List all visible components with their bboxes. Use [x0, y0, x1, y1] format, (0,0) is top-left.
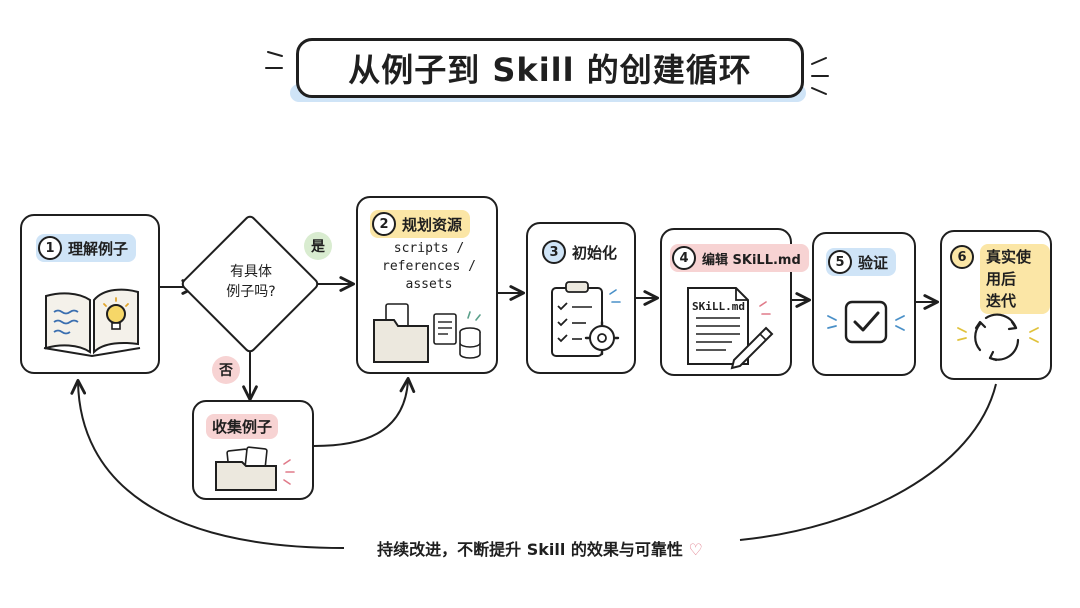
- step3-label: 初始化: [572, 243, 618, 262]
- checkbox-check-icon: [827, 300, 905, 344]
- open-book-lightbulb-icon: [43, 288, 141, 358]
- feedback-caption-text: 持续改进，不断提升 Skill 的效果与可靠性: [377, 540, 683, 559]
- decision-question-line2: 例子吗?: [226, 284, 276, 300]
- cycle-arrows-icon: [957, 313, 1039, 362]
- step4-badge: 4 编辑 SKiLL.md: [670, 244, 809, 272]
- step3-badge: 3 初始化: [540, 238, 625, 266]
- step1-number: 1: [38, 236, 62, 260]
- resources-list: scripts / references / assets: [362, 240, 496, 294]
- step3-number: 3: [542, 240, 566, 264]
- step6-label: 真实使用后 迭代: [980, 244, 1050, 314]
- step4-label: 编辑 SKiLL.md: [702, 252, 801, 268]
- arrow-feedback-loop: [739, 383, 997, 541]
- no-label: 否: [212, 356, 240, 384]
- document-pencil-icon: [687, 287, 774, 370]
- title-doodles: [265, 51, 829, 95]
- step-plan-resources: 2 规划资源: [356, 196, 498, 374]
- collect-badge: 收集例子: [206, 414, 279, 439]
- decision-question-line1: 有具体: [230, 264, 272, 280]
- arrow-collect-to-plan: [313, 376, 416, 447]
- resource-assets: assets: [405, 277, 453, 292]
- page-title: 从例子到 Skill 的创建循环: [296, 38, 804, 98]
- clipboard-gear-icon: [551, 281, 621, 357]
- feedback-caption: 持续改进，不断提升 Skill 的效果与可靠性 ♡: [344, 536, 736, 560]
- resource-scripts: scripts /: [393, 241, 465, 256]
- step5-label: 验证: [858, 253, 889, 272]
- arrow-feedback-return: [70, 378, 345, 549]
- decision-question: 有具体 例子吗?: [205, 262, 297, 302]
- resource-references: references /: [382, 259, 476, 274]
- step2-number: 2: [372, 212, 396, 236]
- yes-label: 是: [304, 232, 332, 260]
- step2-badge: 2 规划资源: [370, 210, 471, 238]
- folder-files-database-icon: [373, 303, 481, 363]
- collect-examples-box: 收集例子: [192, 400, 314, 500]
- step-initialize: 3 初始化: [526, 222, 636, 374]
- collect-label: 收集例子: [212, 418, 273, 436]
- step2-label: 规划资源: [402, 215, 463, 234]
- step1-label: 理解例子: [68, 239, 129, 258]
- heart-icon: ♡: [688, 540, 703, 559]
- folder-examples-icon: [215, 446, 295, 491]
- document-filename: SKiLL.md: [692, 300, 745, 313]
- step-verify: 5 验证: [812, 232, 916, 376]
- step5-badge: 5 验证: [826, 248, 897, 276]
- step4-number: 4: [672, 246, 696, 270]
- step6-badge: 6 真实使用后 迭代: [950, 244, 1050, 314]
- step-iterate-after-use: 6 真实使用后 迭代: [940, 230, 1052, 380]
- step6-label-line2: 迭代: [986, 292, 1017, 310]
- step-understand-examples: 1 理解例子: [20, 214, 160, 374]
- step-edit-skill-md: 4 编辑 SKiLL.md SKiLL.md: [660, 228, 809, 376]
- step6-number: 6: [950, 245, 974, 269]
- step1-badge: 1 理解例子: [36, 234, 137, 262]
- step5-number: 5: [828, 250, 852, 274]
- step6-label-line1: 真实使用后: [986, 248, 1032, 288]
